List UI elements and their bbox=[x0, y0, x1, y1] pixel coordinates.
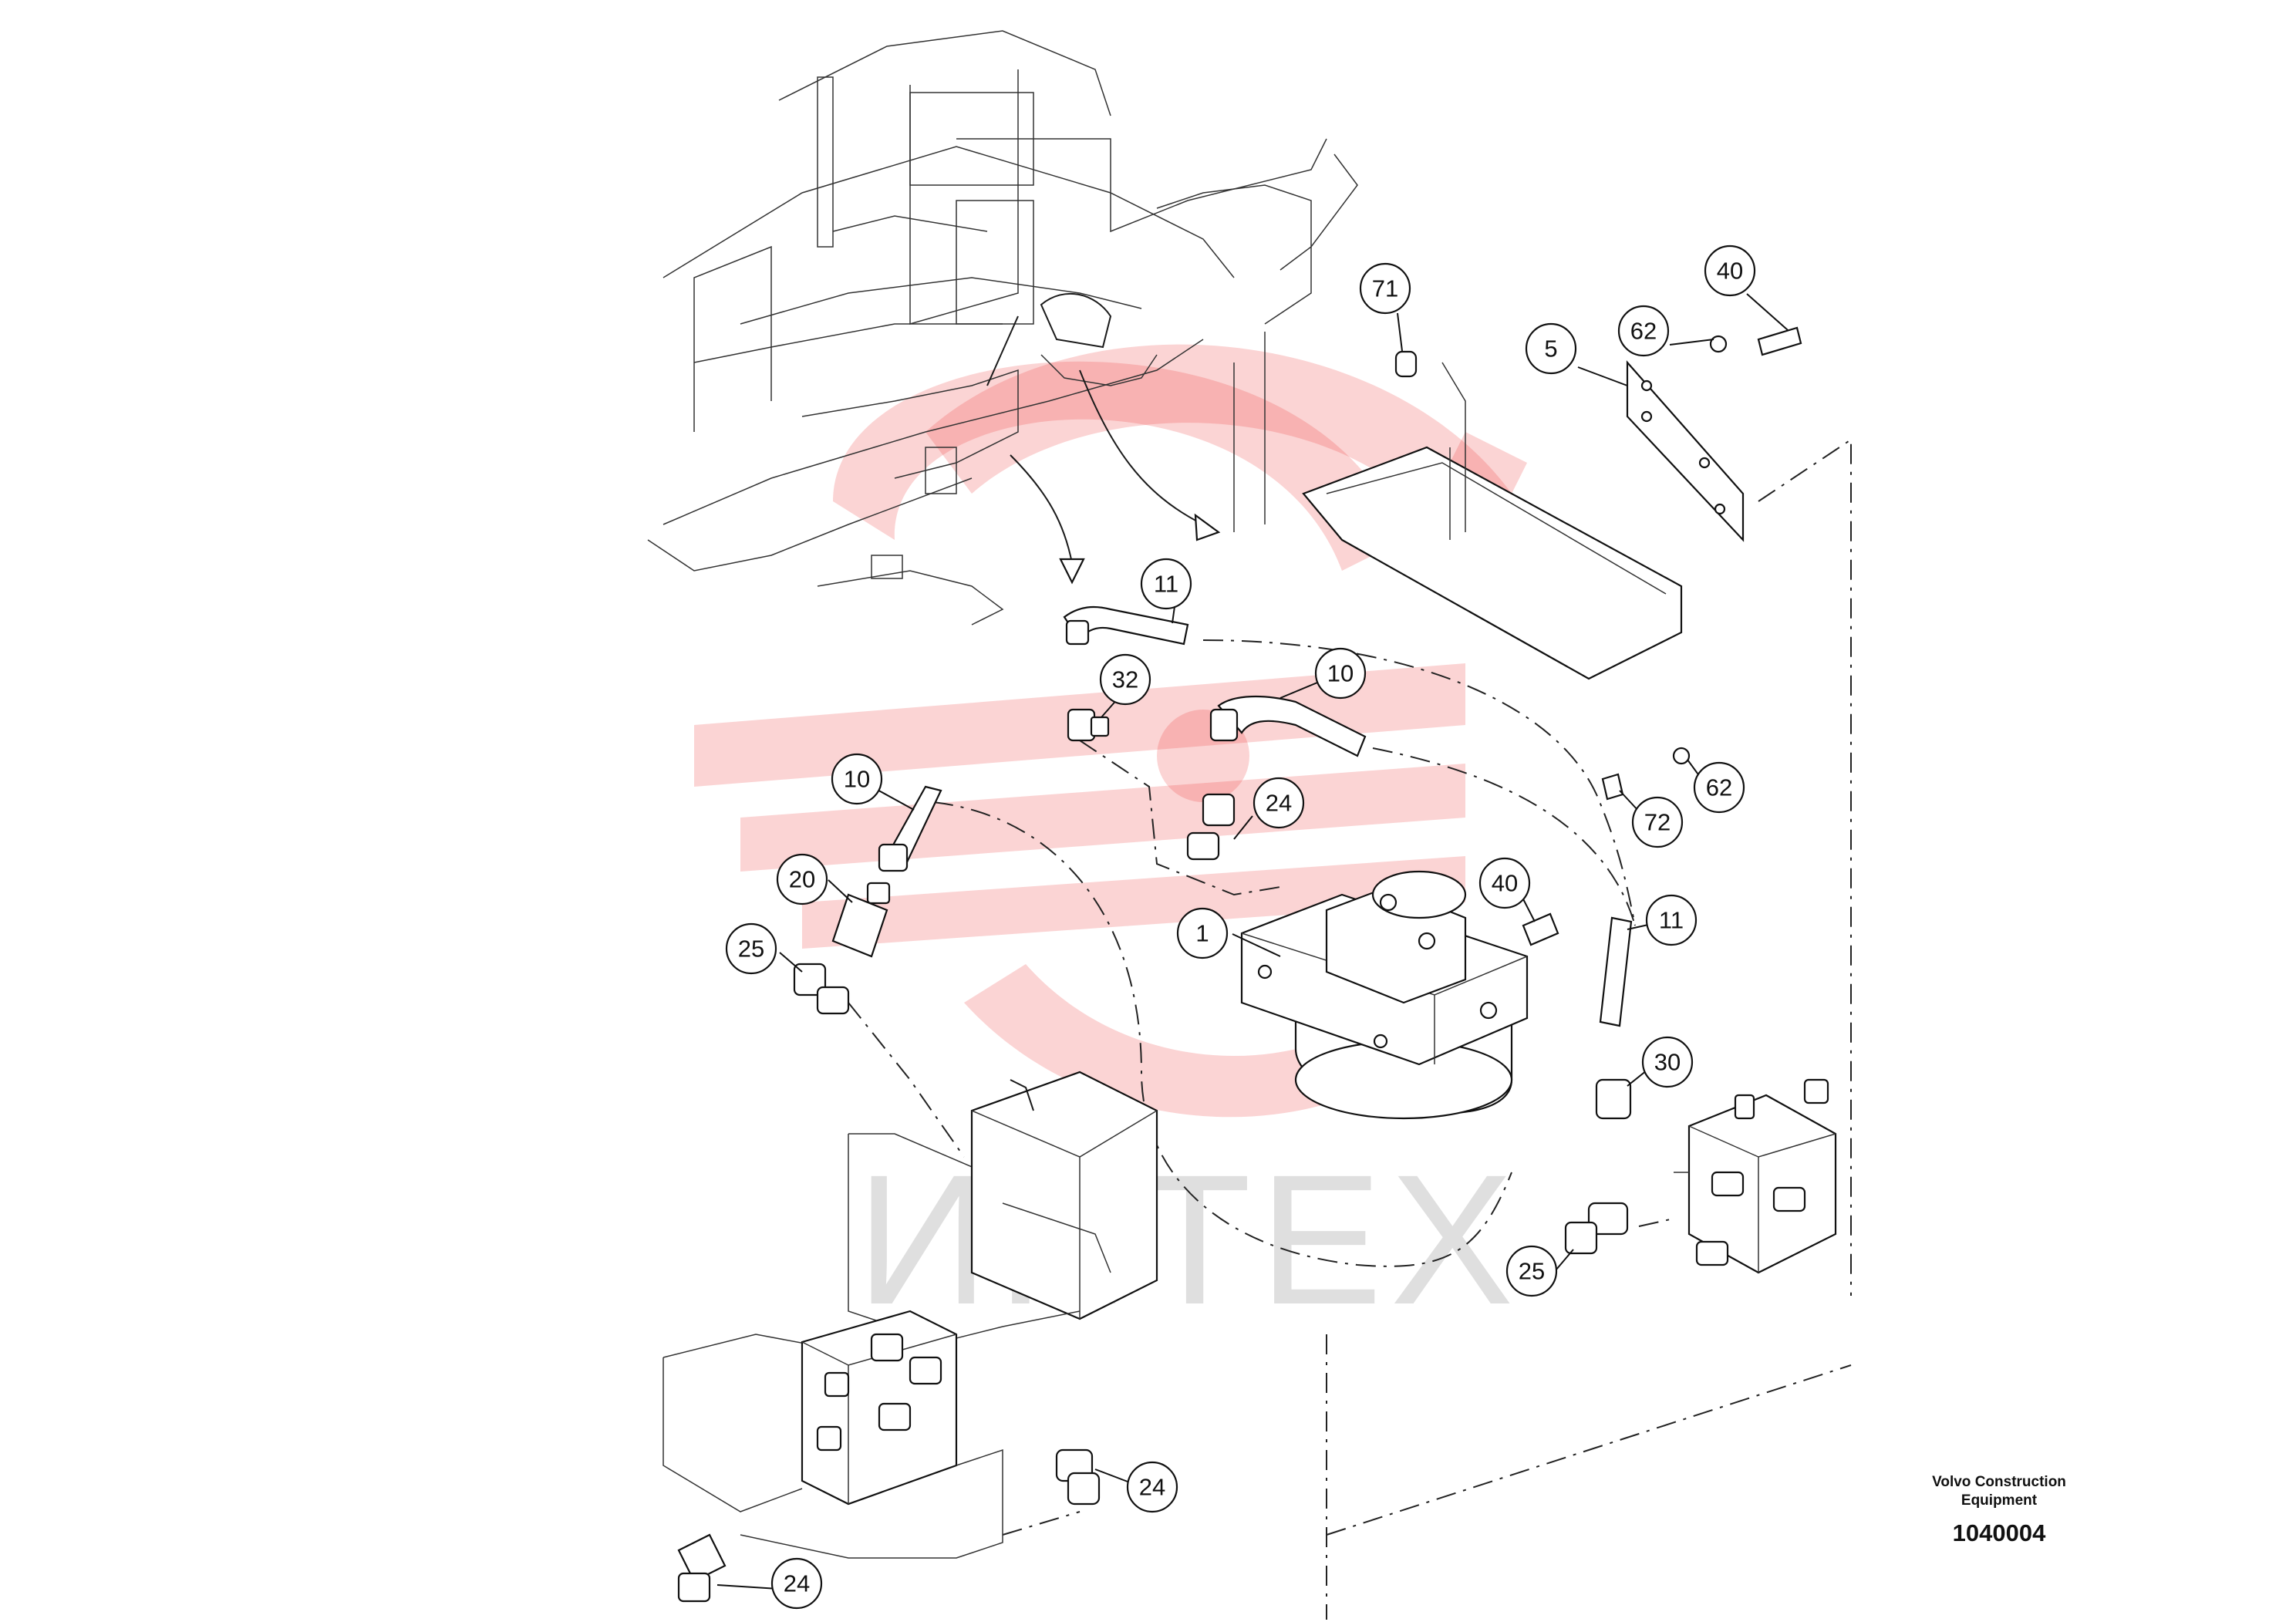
callout-11-top: 11 bbox=[1140, 558, 1192, 610]
svg-text:24: 24 bbox=[1139, 1474, 1165, 1501]
svg-text:72: 72 bbox=[1644, 809, 1671, 836]
callout-11-right: 11 bbox=[1645, 894, 1698, 946]
svg-text:24: 24 bbox=[1266, 790, 1292, 817]
svg-text:32: 32 bbox=[1112, 666, 1138, 693]
svg-text:71: 71 bbox=[1372, 275, 1398, 302]
svg-text:62: 62 bbox=[1630, 318, 1657, 345]
callout-71: 71 bbox=[1359, 262, 1411, 315]
callout-20: 20 bbox=[776, 853, 828, 905]
callout-25-left: 25 bbox=[725, 922, 777, 975]
filter-assembly bbox=[1240, 870, 1529, 1120]
callout-32: 32 bbox=[1099, 653, 1151, 706]
callout-40-top: 40 bbox=[1704, 244, 1756, 297]
svg-text:24: 24 bbox=[784, 1570, 810, 1597]
svg-text:1: 1 bbox=[1195, 920, 1209, 947]
callout-72: 72 bbox=[1631, 796, 1684, 848]
svg-text:20: 20 bbox=[789, 866, 815, 893]
drawing-footer: Volvo Construction Equipment 1040004 bbox=[1883, 1473, 2115, 1547]
svg-text:40: 40 bbox=[1492, 870, 1518, 897]
drawing-number: 1040004 bbox=[1952, 1519, 2046, 1546]
callout-25-right: 25 bbox=[1505, 1245, 1558, 1297]
svg-text:5: 5 bbox=[1544, 336, 1557, 363]
svg-text:11: 11 bbox=[1659, 907, 1684, 934]
callout-5: 5 bbox=[1525, 322, 1577, 375]
callout-24-bottom-middle: 24 bbox=[1126, 1461, 1178, 1513]
callout-62-bottom: 62 bbox=[1693, 761, 1745, 814]
svg-text:11: 11 bbox=[1154, 571, 1178, 598]
callout-62-top: 62 bbox=[1617, 305, 1670, 357]
callout-10-right: 10 bbox=[1314, 647, 1367, 700]
svg-text:10: 10 bbox=[844, 766, 870, 793]
callout-24-middle: 24 bbox=[1253, 777, 1305, 829]
svg-text:25: 25 bbox=[738, 936, 764, 963]
svg-text:30: 30 bbox=[1654, 1049, 1681, 1076]
callout-24-bottom-left: 24 bbox=[770, 1557, 823, 1610]
svg-text:40: 40 bbox=[1717, 258, 1743, 285]
reference-arrows bbox=[1010, 369, 1221, 585]
callout-1: 1 bbox=[1176, 907, 1229, 959]
company-name-line2: Equipment bbox=[1961, 1492, 2038, 1509]
fittings bbox=[677, 605, 1633, 1603]
svg-text:10: 10 bbox=[1327, 660, 1354, 687]
company-name-line1: Volvo Construction bbox=[1932, 1474, 2066, 1490]
watermark-text: ИНТЕХ bbox=[856, 1136, 1522, 1343]
callout-30: 30 bbox=[1641, 1036, 1694, 1088]
callout-10-left: 10 bbox=[831, 753, 883, 805]
callouts: 71 40 62 5 11 32 10 10 24 62 72 20 40 11… bbox=[725, 244, 1756, 1610]
svg-text:62: 62 bbox=[1706, 774, 1732, 801]
control-valve-right bbox=[1674, 1078, 1837, 1274]
mounting-bracket bbox=[1302, 326, 1852, 1296]
machine-frame-upper bbox=[647, 30, 1358, 626]
callout-40-right: 40 bbox=[1478, 857, 1531, 909]
svg-text:25: 25 bbox=[1519, 1258, 1545, 1285]
machine-frame-lower bbox=[663, 1071, 1158, 1559]
